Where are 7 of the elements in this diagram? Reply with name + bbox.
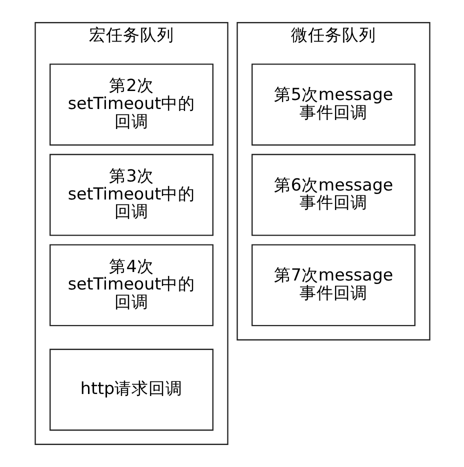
node-box: http请求回调 [49, 348, 213, 431]
node-box: 第3次setTimeout中的回调 [49, 154, 213, 236]
node-box: 第7次message事件回调 [251, 244, 415, 326]
node-box: 第2次setTimeout中的回调 [49, 64, 213, 146]
node-box: 第4次setTimeout中的回调 [49, 244, 213, 326]
node-box: 第6次message事件回调 [251, 154, 415, 236]
node-box: 第5次message事件回调 [251, 64, 415, 146]
